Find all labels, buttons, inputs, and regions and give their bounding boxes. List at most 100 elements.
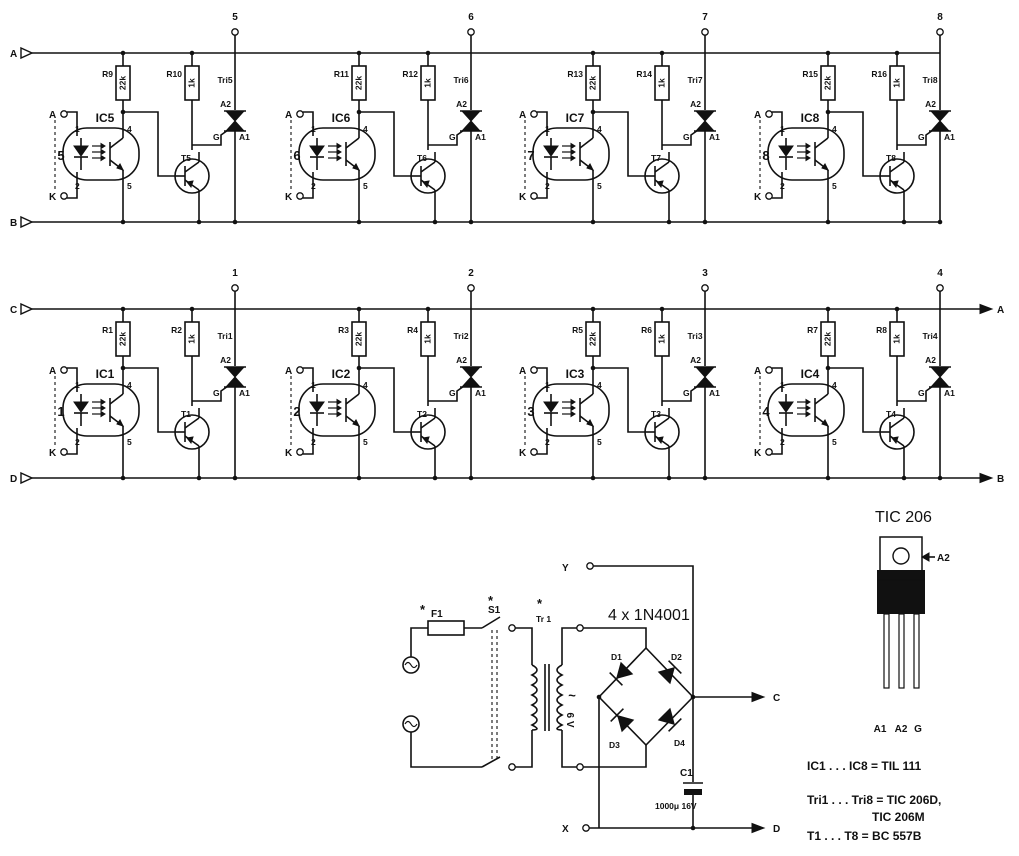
resistor-1k-value: 1k bbox=[422, 78, 432, 88]
triac-a2-label: A2 bbox=[220, 355, 231, 365]
input-number: 1 bbox=[57, 404, 64, 419]
triac-a2-label: A2 bbox=[690, 99, 701, 109]
output-terminal bbox=[936, 284, 944, 292]
light-arrow-head bbox=[570, 154, 576, 162]
triac-lower bbox=[929, 376, 951, 388]
triac-a1-label: A1 bbox=[475, 132, 486, 142]
triac-gate-label: G bbox=[683, 132, 690, 142]
secondary-terminal-bottom bbox=[576, 763, 584, 771]
pin-5-label: 5 bbox=[127, 437, 132, 447]
switch-blade-top bbox=[481, 616, 501, 629]
resistor-22k-value: 22k bbox=[117, 332, 127, 346]
pin2-wire bbox=[537, 172, 548, 199]
phototransistor-collector bbox=[814, 137, 829, 149]
input-terminal-a bbox=[530, 366, 538, 374]
input-terminal-k bbox=[765, 192, 773, 200]
junction-bottom-bus bbox=[825, 475, 831, 481]
resistor-1k-value: 1k bbox=[656, 78, 666, 88]
pin-1-label: 1 bbox=[311, 380, 316, 390]
pin-2-label: 2 bbox=[75, 437, 80, 447]
package-body bbox=[877, 570, 925, 614]
mains-sine-1 bbox=[404, 661, 418, 669]
output-terminal bbox=[467, 28, 475, 36]
optocoupler-label: IC2 bbox=[332, 367, 351, 381]
junction-bottom-bus bbox=[196, 219, 202, 225]
input-label-a: A bbox=[519, 366, 526, 377]
junction-bottom-bus bbox=[120, 219, 126, 225]
secondary-terminal-top bbox=[576, 624, 584, 632]
led-diode bbox=[543, 145, 559, 157]
led-diode bbox=[778, 401, 794, 413]
triac-a2-label: A2 bbox=[690, 355, 701, 365]
output-number: 6 bbox=[468, 12, 474, 23]
triac-upper bbox=[929, 366, 951, 378]
transistor-body bbox=[174, 158, 210, 194]
junction-bottom-bus bbox=[356, 219, 362, 225]
diode-d2 bbox=[657, 660, 682, 685]
optocoupler-label: IC8 bbox=[801, 111, 820, 125]
junction-bottom-bus bbox=[901, 219, 907, 225]
diode-triangle bbox=[616, 661, 634, 679]
junction-bottom-bus bbox=[666, 219, 672, 225]
node-y-terminal bbox=[586, 562, 594, 570]
triac-label: Tri1 bbox=[217, 331, 232, 341]
output-terminal bbox=[701, 284, 709, 292]
pin1-wire bbox=[67, 111, 78, 136]
triac-gate-label: G bbox=[449, 388, 456, 398]
input-terminal-k bbox=[60, 448, 68, 456]
phototransistor-collector bbox=[109, 393, 124, 405]
switch-asterisk: * bbox=[488, 593, 494, 608]
transistor-collector bbox=[420, 161, 436, 173]
optocoupler-body bbox=[298, 383, 376, 437]
input-label-a: A bbox=[754, 110, 761, 121]
base-drive-wire bbox=[123, 111, 176, 177]
resistor-22k-value: 22k bbox=[822, 76, 832, 90]
base-drive-wire bbox=[828, 367, 881, 433]
junction-top-bus bbox=[425, 306, 431, 312]
output-number: 1 bbox=[232, 268, 238, 279]
input-number: 7 bbox=[527, 148, 534, 163]
input-number: 2 bbox=[293, 404, 300, 419]
optocoupler-label: IC7 bbox=[566, 111, 585, 125]
triac-lower bbox=[694, 376, 716, 388]
pin-5-label: 5 bbox=[127, 181, 132, 191]
triac-lower bbox=[694, 120, 716, 132]
phototransistor-collector bbox=[814, 393, 829, 405]
transistor-collector bbox=[654, 417, 670, 429]
pin-2-label: 2 bbox=[780, 437, 785, 447]
input-number: 8 bbox=[762, 148, 769, 163]
cap-plate-bottom bbox=[684, 789, 702, 795]
input-number: 3 bbox=[527, 404, 534, 419]
pin-4-label: 4 bbox=[832, 380, 837, 390]
pin1-wire bbox=[67, 367, 78, 392]
node-y-label: Y bbox=[562, 563, 569, 574]
junction-top-bus bbox=[825, 306, 831, 312]
triac-a2-label: A2 bbox=[925, 99, 936, 109]
resistor-22k-value: 22k bbox=[353, 76, 363, 90]
output-number: 4 bbox=[937, 268, 943, 279]
pin-5-label: 5 bbox=[597, 181, 602, 191]
output-c-label: C bbox=[773, 693, 780, 704]
input-label-k: K bbox=[519, 448, 527, 459]
junction-bottom-bus bbox=[432, 219, 438, 225]
switch-label: S1 bbox=[488, 605, 501, 616]
pin1-wire bbox=[772, 367, 783, 392]
cap-value: 1000μ 16V bbox=[655, 801, 697, 811]
transistor-body bbox=[174, 414, 210, 450]
emitter-arrow bbox=[821, 419, 829, 427]
triac-label: Tri7 bbox=[687, 75, 702, 85]
triac-a1-label: A1 bbox=[475, 388, 486, 398]
light-arrow-head bbox=[570, 398, 576, 406]
pin-1-label: 1 bbox=[545, 124, 550, 134]
input-label-a: A bbox=[754, 366, 761, 377]
emitter-arrow bbox=[352, 163, 360, 171]
transistor-collector bbox=[420, 417, 436, 429]
pin1-wire bbox=[303, 111, 314, 136]
pin-5-label: 5 bbox=[832, 437, 837, 447]
fuse-body bbox=[427, 620, 465, 636]
emitter-arrow bbox=[352, 419, 360, 427]
